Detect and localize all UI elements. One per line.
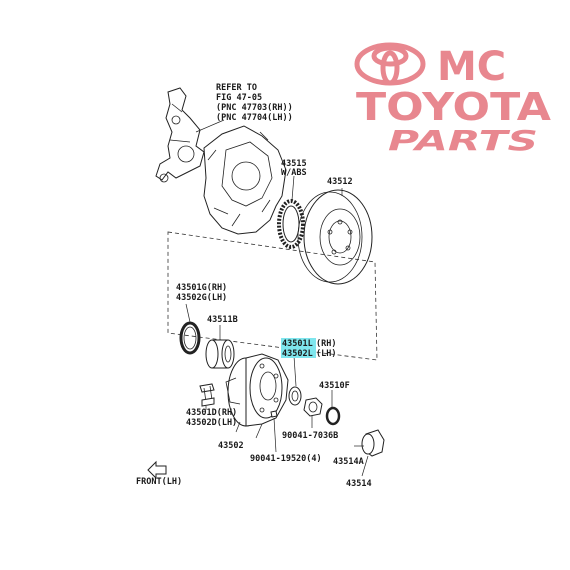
brand-mc: MC <box>437 44 506 90</box>
brand-toyota: TOYOTA <box>356 85 552 129</box>
hub-nut <box>303 397 323 417</box>
label-43501g: 43501G(RH) <box>176 283 227 293</box>
leader-lines <box>185 119 369 477</box>
label-43502l-side: (LH) <box>316 349 336 359</box>
label-43515: 43515 <box>281 159 307 169</box>
label-fig: FIG 47-05 <box>216 93 262 103</box>
front-arrow-icon <box>147 460 167 480</box>
label-43514: 43514 <box>346 479 372 489</box>
highlight-43501l <box>281 338 316 348</box>
label-43502g: 43502G(LH) <box>176 293 227 303</box>
label-43502d: 43502D(LH) <box>186 418 237 428</box>
label-43515-note: W/ABS <box>281 168 307 178</box>
label-43502l: 43502L <box>282 349 313 359</box>
label-43514a: 43514A <box>333 457 364 467</box>
stud <box>270 410 278 418</box>
label-43511b: 43511B <box>207 315 238 325</box>
backing-plate <box>203 125 287 235</box>
lock-nut-cap <box>325 406 341 426</box>
grease-cap <box>361 429 385 457</box>
label-43501l-side: (RH) <box>316 339 336 349</box>
brake-disc <box>297 189 373 285</box>
highlight-43502l <box>281 348 316 358</box>
brand-parts: PARTS <box>388 124 538 157</box>
washer <box>288 386 302 406</box>
hub-bolt <box>199 383 215 407</box>
label-90041-19520: 90041-19520(4) <box>250 454 322 464</box>
front-axle-hub <box>225 353 289 427</box>
label-43502: 43502 <box>218 441 244 451</box>
label-pnc1: (PNC 47703(RH)) <box>216 103 293 113</box>
label-43512: 43512 <box>327 177 353 187</box>
label-43510f: 43510F <box>319 381 350 391</box>
label-front: FRONT(LH) <box>136 477 182 487</box>
label-refer-to: REFER TO <box>216 83 257 93</box>
brand-logo: MC TOYOTA PARTS <box>354 42 552 157</box>
label-pnc2: (PNC 47704(LH)) <box>216 113 293 123</box>
label-43501l: 43501L <box>282 339 313 349</box>
bearing <box>205 339 235 369</box>
oil-seal <box>179 321 201 355</box>
label-90041-7036b: 90041-7036B <box>282 431 338 441</box>
steering-knuckle <box>155 87 205 183</box>
toyota-emblem-icon <box>354 42 426 86</box>
label-43501d: 43501D(RH) <box>186 408 237 418</box>
